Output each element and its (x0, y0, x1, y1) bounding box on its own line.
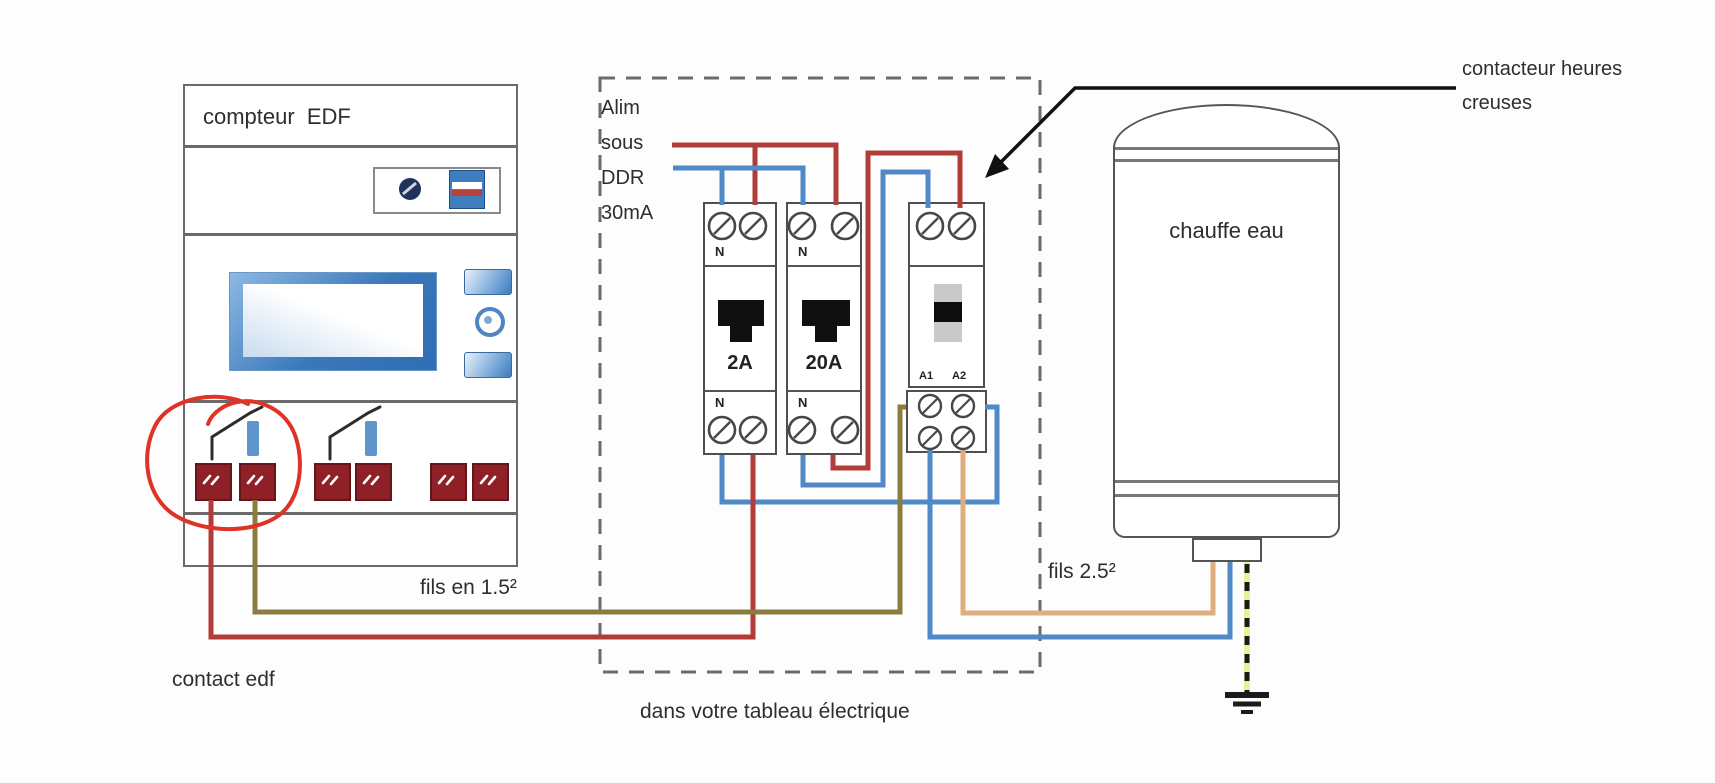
label-contactor-callout-1: contacteur heures (1462, 58, 1623, 80)
neutral-label: N (798, 395, 808, 410)
meter-lcd-screen (243, 284, 423, 357)
meter-terminal-c2 (239, 463, 276, 501)
breaker-divider (705, 390, 775, 392)
breaker-20a: N 20A N (786, 202, 862, 455)
coil-terminal-label-a1: A1 (919, 370, 934, 382)
earth-wire (1225, 562, 1269, 714)
meter-divider (185, 400, 516, 403)
coil-terminal-label-a2: A2 (952, 370, 967, 382)
label-wire-size-panel: fils en 1.5² (420, 576, 517, 599)
label-contact-edf: contact edf (172, 668, 275, 691)
label-contactor-callout-2: creuses (1462, 92, 1533, 114)
breaker-toggle-icon[interactable] (815, 326, 837, 342)
meter-button-bottom[interactable] (464, 352, 512, 378)
meter-lcd-display (229, 272, 437, 371)
meter-button-round[interactable] (475, 307, 505, 337)
meter-terminal (314, 463, 351, 501)
breaker-toggle-icon[interactable] (718, 300, 764, 326)
meter-divider (185, 145, 516, 148)
supply-label: Alim sous DDR 30mA (601, 91, 653, 231)
heater-label: chauffe eau (1169, 218, 1284, 243)
seal-screw-icon (399, 178, 421, 200)
breaker-toggle-icon[interactable] (730, 326, 752, 342)
breaker-2a: N 2A N (703, 202, 777, 455)
breaker-divider (788, 265, 860, 267)
arrowhead-icon (985, 154, 1009, 178)
neutral-label: N (715, 244, 725, 259)
heater-seam (1115, 480, 1338, 483)
breaker-toggle-icon[interactable] (802, 300, 850, 326)
contactor-body: A1 A2 (908, 202, 985, 388)
neutral-label: N (798, 244, 808, 259)
meter-divider (185, 512, 516, 515)
breaker-divider (788, 390, 860, 392)
supply-label-line: sous (601, 132, 644, 154)
supply-label-line: DDR (601, 167, 645, 189)
meter-title: compteur EDF (203, 104, 351, 129)
meter-divider (185, 233, 516, 236)
heater-seam (1115, 147, 1338, 150)
water-heater: chauffe eau (1113, 104, 1340, 538)
wire-supply-phase (672, 142, 839, 205)
ground-symbol-icon (1225, 692, 1269, 714)
label-wire-size-heater: fils 2.5² (1048, 560, 1116, 583)
heater-seam (1115, 159, 1338, 162)
heater-seam (1115, 494, 1338, 497)
breaker-rating-label: 2A (727, 352, 753, 374)
neutral-label: N (715, 395, 725, 410)
contactor-switch-band-icon (934, 302, 962, 322)
meter-terminal (472, 463, 509, 501)
meter-terminal (430, 463, 467, 501)
breaker-rating-label: 20A (805, 352, 843, 374)
meter-button-top[interactable] (464, 269, 512, 295)
contactor-divider (910, 265, 983, 267)
supply-label-line: Alim (601, 97, 640, 119)
meter-terminal-c1 (195, 463, 232, 501)
edf-meter-box: compteur EDF (183, 84, 518, 567)
meter-terminal (355, 463, 392, 501)
wire-supply-neutral (673, 165, 806, 205)
meter-tariff-label-icon (449, 170, 485, 209)
breaker-divider (705, 265, 775, 267)
meter-seal-panel (373, 167, 501, 214)
heater-connection-box (1192, 538, 1262, 562)
supply-label-line: 30mA (601, 202, 654, 224)
label-panel-caption: dans votre tableau électrique (640, 700, 910, 723)
contactor-terminal-block (906, 390, 987, 453)
